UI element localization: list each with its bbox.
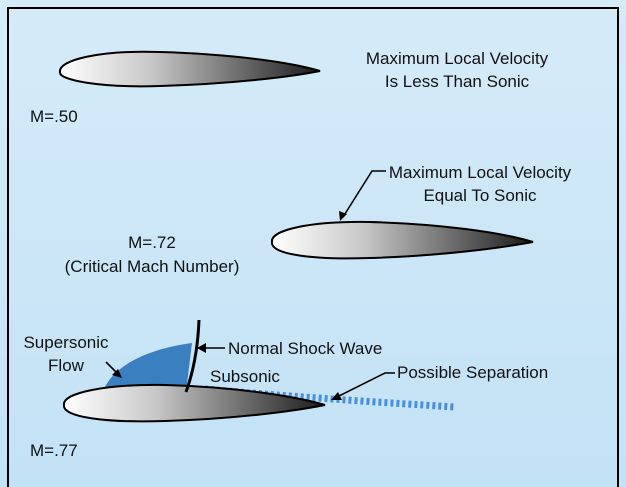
annotation-line-1: Maximum Local Velocity bbox=[366, 49, 549, 68]
shock-wave-label: Normal Shock Wave bbox=[228, 339, 382, 358]
separation-label: Possible Separation bbox=[397, 363, 548, 382]
critical-mach-label: (Critical Mach Number) bbox=[65, 257, 240, 276]
annotation-arrowhead bbox=[339, 211, 347, 221]
supersonic-arrowhead bbox=[112, 369, 122, 378]
supersonic-label-line-1: Supersonic bbox=[23, 333, 109, 352]
supersonic-flow-region bbox=[103, 343, 192, 392]
separation-leader-line bbox=[336, 372, 395, 398]
separation-wake bbox=[204, 385, 456, 411]
subsonic-label: Subsonic bbox=[210, 367, 280, 386]
supersonic-label-line-2: Flow bbox=[48, 356, 85, 375]
annotation-line-2: Equal To Sonic bbox=[423, 186, 537, 205]
shock-arrowhead bbox=[197, 343, 206, 353]
mach-label-m72: M=.72 bbox=[128, 233, 176, 252]
annotation-leader-line bbox=[342, 170, 386, 218]
diagram-frame bbox=[7, 7, 619, 487]
separation-arrowhead bbox=[331, 392, 342, 400]
airfoil-m72 bbox=[271, 220, 534, 260]
annotation-line-2: Is Less Than Sonic bbox=[385, 72, 530, 91]
annotation-line-1: Maximum Local Velocity bbox=[389, 163, 572, 182]
normal-shock-wave bbox=[184, 319, 201, 393]
mach-label-m50: M=.50 bbox=[30, 107, 78, 126]
airfoil-m77 bbox=[63, 383, 326, 423]
airfoil-m50 bbox=[59, 50, 321, 88]
mach-label-m77: M=.77 bbox=[30, 441, 78, 460]
